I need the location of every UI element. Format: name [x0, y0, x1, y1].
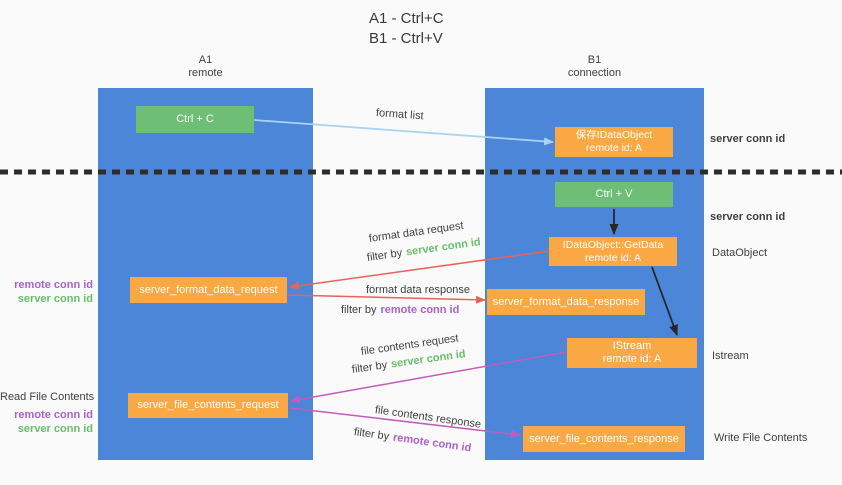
ctrl-v-label: Ctrl + V	[595, 188, 633, 200]
filter-by-text-4: filter by	[353, 426, 390, 443]
save-dataobject-node: 保存IDataObject remote id: A	[555, 127, 673, 157]
server-file-contents-response-label: server_file_contents_response	[529, 432, 679, 445]
ctrl-v-node: Ctrl + V	[555, 182, 673, 207]
server-format-data-request-node: server_format_data_request	[130, 277, 287, 303]
right-server-conn-id-label-1: server conn id	[710, 133, 786, 145]
dataobject-label: DataObject	[712, 247, 768, 259]
server-file-contents-request-label: server_file_contents_request	[137, 399, 279, 411]
left-server-conn-id-label-1: server conn id	[17, 293, 93, 305]
remote-conn-id-text-1: remote conn id	[380, 304, 460, 316]
read-file-contents-label: Read File Contents	[0, 391, 95, 403]
write-file-contents-label: Write File Contents	[714, 432, 808, 444]
left-remote-conn-id-label-1: remote conn id	[14, 279, 93, 291]
format-list-label: format list	[375, 107, 424, 123]
server-format-data-request-label: server_format_data_request	[139, 283, 278, 296]
left-conn-id-group-1: remote conn id server conn id	[0, 278, 93, 306]
diagram-title: A1 - Ctrl+C B1 - Ctrl+V	[369, 9, 444, 49]
filter-by-text-1: filter by	[366, 247, 403, 264]
server-format-data-response-label: server_format_data_response	[492, 295, 640, 308]
left-server-conn-id-label-2: server conn id	[17, 423, 93, 435]
server-file-contents-request-node: server_file_contents_request	[128, 393, 288, 418]
getdata-node: IDataObject::GetData remote id: A	[549, 237, 677, 266]
server-file-contents-response-node: server_file_contents_response	[523, 426, 685, 452]
right-server-conn-id-label-2: server conn id	[710, 211, 786, 223]
remote-conn-id-text-2: remote conn id	[392, 431, 472, 455]
left-column-name: A1	[198, 54, 213, 66]
right-column-name: B1	[587, 54, 602, 66]
ctrl-c-label: Ctrl + C	[176, 113, 214, 125]
save-dataobject-line2: remote id: A	[585, 142, 643, 154]
file-contents-response-label: file contents response	[374, 404, 482, 431]
left-conn-id-group-2: remote conn id server conn id	[0, 408, 93, 436]
left-remote-conn-id-label-2: remote conn id	[14, 409, 93, 421]
getdata-line2: remote id: A	[584, 251, 642, 264]
left-column-role: remote	[188, 67, 223, 79]
title-line-1: A1 - Ctrl+C	[369, 10, 444, 27]
server-format-data-response-node: server_format_data_response	[487, 289, 645, 315]
save-dataobject-line1: 保存IDataObject	[575, 129, 653, 141]
istream-node: IStream remote id: A	[567, 338, 697, 368]
right-column-header: B1 connection	[485, 54, 704, 80]
ctrl-c-node: Ctrl + C	[136, 106, 254, 133]
istream-line1: IStream	[612, 340, 652, 352]
istream-line2: remote id: A	[602, 353, 662, 365]
filter-by-text-2: filter by	[341, 304, 377, 316]
title-line-2: B1 - Ctrl+V	[369, 30, 443, 47]
filter-by-text-3: filter by	[351, 359, 388, 376]
format-data-response-label: format data response	[366, 284, 470, 296]
getdata-line1: IDataObject::GetData	[562, 238, 664, 251]
istream-side-label: Istream	[712, 350, 749, 362]
left-column-header: A1 remote	[98, 54, 313, 80]
right-column-role: connection	[567, 67, 622, 79]
server-conn-id-text-1: server conn id	[405, 236, 482, 259]
